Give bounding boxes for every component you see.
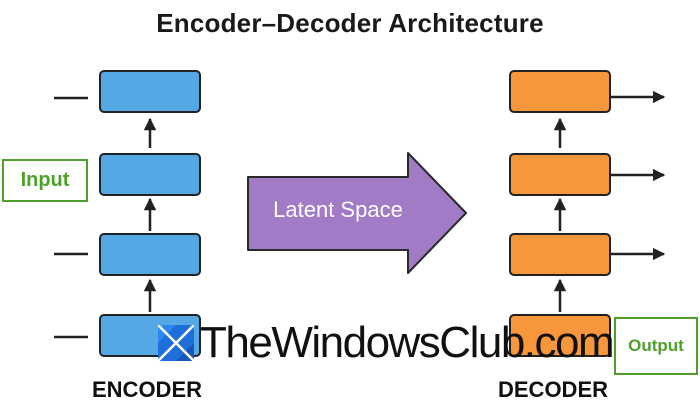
watermark-text: TheWindowsClub.com: [200, 318, 615, 367]
latent-space-label: Latent Space: [273, 197, 403, 222]
encoder-block-2: [99, 153, 201, 196]
encoder-block-3: [99, 233, 201, 276]
decoder-block-1: [509, 70, 611, 113]
decoder-block-3: [509, 233, 611, 276]
output-label: Output: [614, 317, 698, 375]
decoder-label: DECODER: [498, 377, 609, 402]
windows-logo-icon: [158, 325, 194, 361]
input-label: Input: [2, 159, 88, 202]
encoder-block-1: [99, 70, 201, 113]
watermark: TheWindowsClub.com: [158, 318, 615, 368]
decoder-block-2: [509, 153, 611, 196]
encoder-label: ENCODER: [92, 377, 203, 402]
latent-space-arrow: [247, 152, 467, 274]
diagram-title: Encoder–Decoder Architecture: [156, 8, 544, 38]
decoder-block-4: [509, 314, 611, 357]
